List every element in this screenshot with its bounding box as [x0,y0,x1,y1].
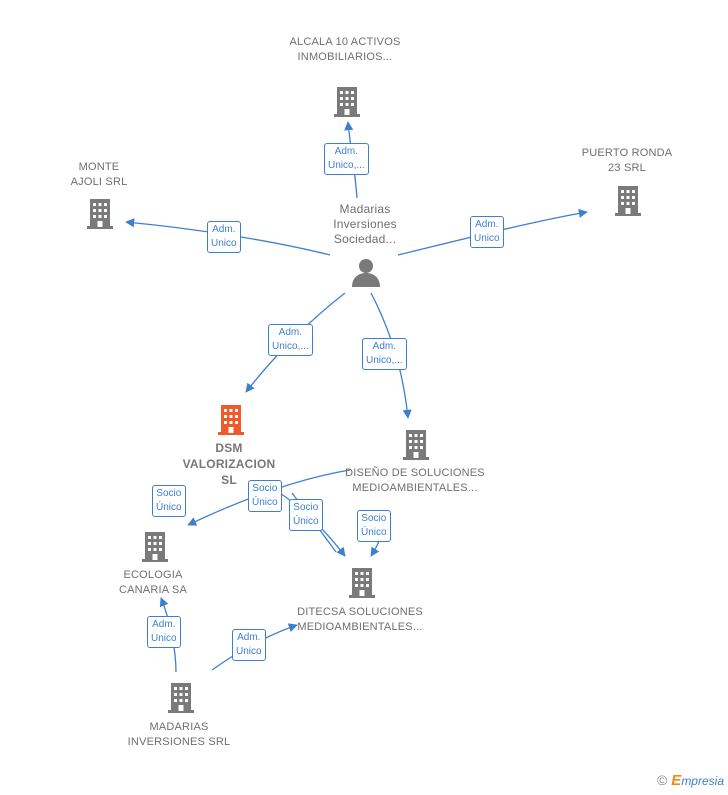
edge-label-line: Adm. [278,327,303,338]
footer-brand: ©Empresia [657,772,724,789]
edge-label-line: Adm. [237,632,261,643]
building-icon[interactable] [400,428,432,460]
brand-logo-text: mpresia [681,774,724,788]
edge-label-alcala[interactable]: Adm. Unico,... [324,143,369,175]
edge-label-line: Único [252,497,278,508]
copyright-symbol: © [656,772,668,788]
edge-label-monte-ajoli[interactable]: Adm. Unico [207,221,241,253]
edge-label-dsm-ditecsa-b[interactable]: Socio Único [289,499,323,531]
building-icon[interactable] [331,85,363,117]
edge-label-line: Adm. [212,224,236,235]
edge-label-line: Socio [252,483,278,494]
node-label-alcala[interactable]: ALCALA 10 ACTIVOS INMOBILIARIOS... [289,36,401,63]
edge-label-line: Socio [293,502,319,513]
node-label-monte-ajoli[interactable]: MONTE AJOLI SRL [70,161,128,188]
edge-label-line: Adm. [475,219,499,230]
node-label-madarias-sociedad[interactable]: Madarias Inversiones Sociedad... [333,202,397,246]
edge-label-madarias-srl-ditecsa[interactable]: Adm. Unico [232,629,266,661]
edge-label-dsm-ditecsa-a[interactable]: Socio Único [248,480,282,512]
edge-label-line: Unico,... [366,355,403,366]
node-label-diseno[interactable]: DISEÑO DE SOLUCIONES MEDIOAMBIENTALES... [345,467,485,494]
edge-label-line: Unico,... [328,160,365,171]
edge-label-line: Unico,... [272,341,309,352]
building-icon[interactable] [612,184,644,216]
node-label-ditecsa[interactable]: DITECSA SOLUCIONES MEDIOAMBIENTALES... [297,606,423,633]
edge-label-line: Adm. [334,146,359,157]
building-icon[interactable] [84,197,116,229]
edge-label-line: Adm. [152,619,176,630]
edge-label-line: Unico [474,233,500,244]
node-label-ecologia[interactable]: ECOLOGIA CANARIA SA [118,569,188,596]
edge-label-puerto-ronda[interactable]: Adm. Unico [470,216,504,248]
edge-label-diseno-ecologia[interactable]: Socio Único [152,485,186,517]
edge-label-line: Adm. [372,341,397,352]
edge-label-line: Unico [236,646,262,657]
edge-label-line: Único [361,527,387,538]
edge-label-line: Único [293,516,319,527]
edge-label-diseno-ditecsa[interactable]: Socio Único [357,510,391,542]
node-label-puerto-ronda[interactable]: PUERTO RONDA 23 SRL [581,147,673,174]
building-icon[interactable] [346,566,378,598]
brand-logo-initial: E [671,772,682,789]
focus-building-icon[interactable] [215,403,247,435]
edge-label-line: Socio [361,513,387,524]
building-icon[interactable] [139,530,171,562]
node-label-madarias-srl[interactable]: MADARIAS INVERSIONES SRL [127,721,231,748]
edge-label-diseno[interactable]: Adm. Unico,... [362,338,407,370]
person-icon[interactable] [351,257,381,287]
edge-label-line: Unico [151,633,177,644]
edge-label-line: Único [156,502,182,513]
edge-label-line: Unico [211,238,237,249]
node-label-dsm[interactable]: DSM VALORIZACION SL [182,441,276,487]
edge-label-line: Socio [156,488,182,499]
edge-label-dsm[interactable]: Adm. Unico,... [268,324,313,356]
building-icon[interactable] [165,681,197,713]
edge-label-madarias-srl-ecologia[interactable]: Adm. Unico [147,616,181,648]
